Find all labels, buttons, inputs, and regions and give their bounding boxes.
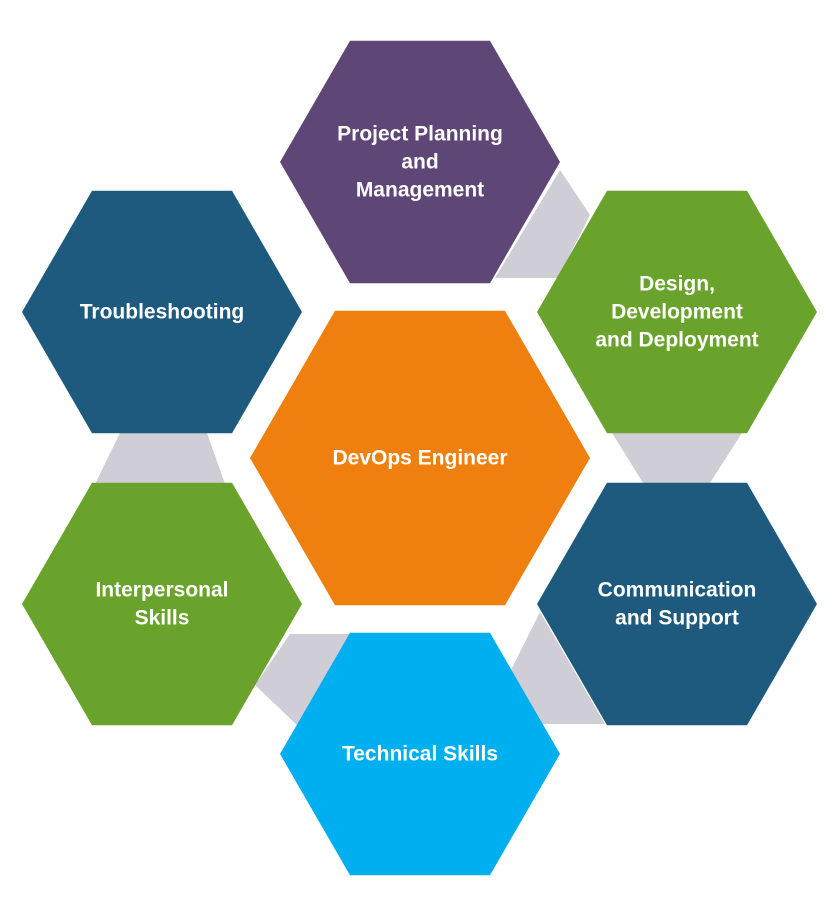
technical-skills-hexagon: Technical Skills (280, 632, 560, 876)
interpersonal-skills-label-line: Interpersonal (95, 579, 228, 602)
connector-communication-technical (506, 612, 605, 724)
design-development-label-line: Design, (639, 273, 715, 296)
communication-support-label-line: Communication (598, 579, 757, 602)
interpersonal-skills-label-line: Skills (135, 607, 190, 630)
troubleshooting-label-line: Troubleshooting (80, 301, 244, 324)
devops-engineer-center-label-line: DevOps Engineer (332, 447, 507, 470)
interpersonal-skills-hexagon-shape (22, 482, 302, 726)
project-planning-label-line: Project Planning (337, 123, 503, 146)
troubleshooting-hexagon-shape (22, 190, 302, 434)
connector-planning-design (495, 170, 590, 278)
design-development-hexagon: Design, Development and Deployment (537, 190, 817, 434)
design-development-label-line: and Deployment (595, 329, 758, 352)
connector-layer (95, 170, 742, 728)
project-planning-hexagon-shape (280, 40, 560, 284)
devops-engineer-center-hexagon: DevOps Engineer (250, 310, 590, 606)
communication-support-label-line: and Support (615, 607, 739, 630)
communication-support-hexagon-shape (537, 482, 817, 726)
design-development-hexagon-shape (537, 190, 817, 434)
project-planning-label-line: and (401, 151, 438, 174)
communication-support-hexagon: Communication and Support (537, 482, 817, 726)
design-development-label-line: Development (611, 301, 743, 324)
devops-engineer-center-hexagon-shape (250, 310, 590, 606)
connector-design-communication (612, 433, 742, 486)
troubleshooting-hexagon: Troubleshooting (22, 190, 302, 434)
technical-skills-label-line: Technical Skills (342, 743, 498, 766)
connector-technical-interpersonal (255, 634, 350, 728)
connector-interpersonal-troubleshooting (95, 433, 225, 484)
technical-skills-hexagon-shape (280, 632, 560, 876)
project-planning-label-line: Management (356, 179, 484, 202)
